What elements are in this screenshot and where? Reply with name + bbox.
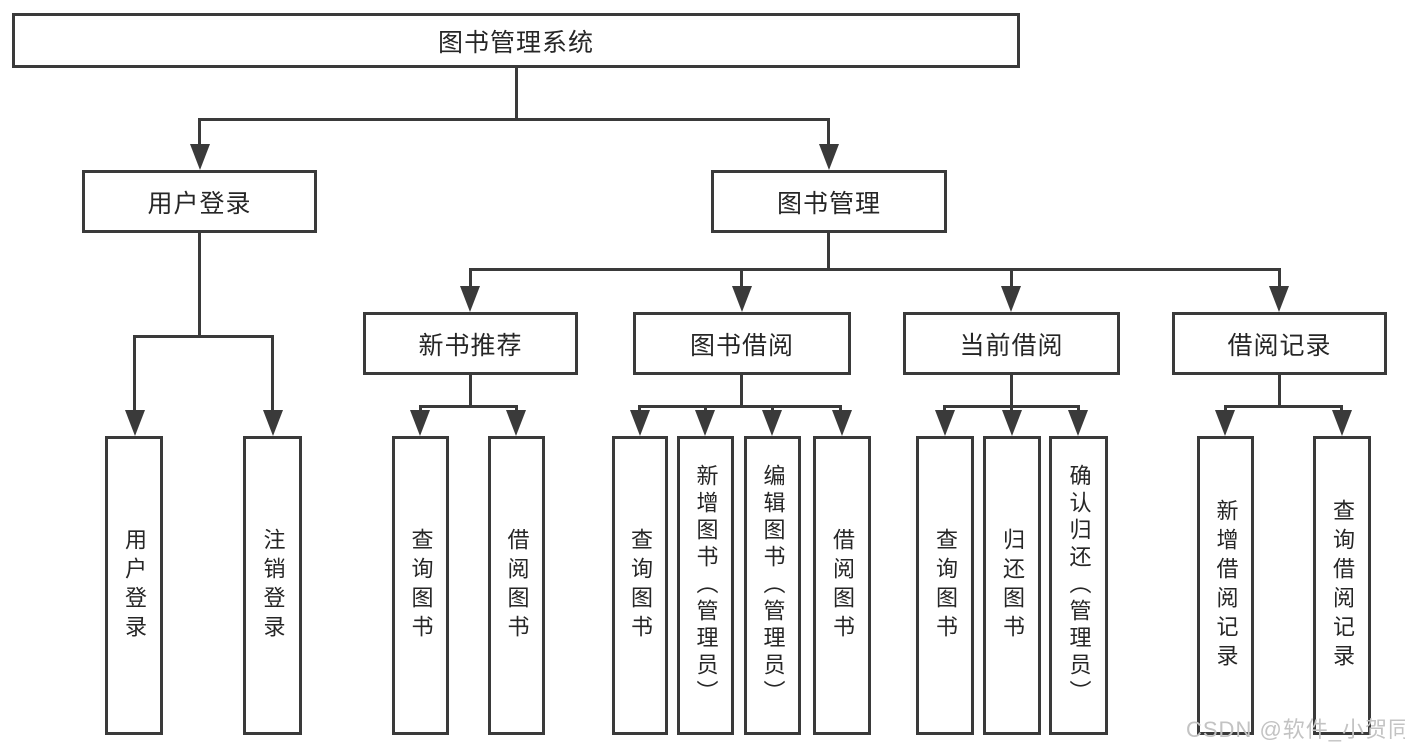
arrowhead-down-icon [695,410,715,436]
connector-line-vertical [1278,268,1281,290]
arrowhead-down-icon [1269,286,1289,312]
connector-line-vertical [515,68,518,118]
node-library-system: 图书管理系统 [12,13,1020,68]
connector-line-vertical [704,405,707,413]
arrowhead-down-icon [1068,410,1088,436]
leaf-newbook-borrow-books: 借阅图书 [488,436,545,735]
connector-line-vertical [198,118,201,146]
arrowhead-down-icon [819,144,839,170]
connector-line-horizontal [469,268,1281,271]
arrowhead-down-icon [460,286,480,312]
leaf-borrow-add-book-admin: 新增图书（管理员） [677,436,734,735]
connector-line-vertical [839,405,842,413]
leaf-borrow-edit-book-admin: 编辑图书（管理员） [744,436,801,735]
arrowhead-down-icon [263,410,283,436]
leaf-borrow-query-books: 查询图书 [612,436,668,735]
connector-line-horizontal [419,405,518,408]
connector-line-vertical [515,405,518,413]
arrowhead-down-icon [1002,410,1022,436]
connector-line-vertical [827,233,830,270]
connector-line-horizontal [638,405,842,408]
connector-line-horizontal [1224,405,1343,408]
connector-line-vertical [771,405,774,413]
connector-line-vertical [943,405,946,413]
connector-line-vertical [1224,405,1227,413]
leaf-user-login: 用户登录 [105,436,163,735]
connector-line-vertical [271,335,274,412]
leaf-current-return-books: 归还图书 [983,436,1041,735]
leaf-current-query-books: 查询图书 [916,436,974,735]
leaf-records-query-borrow-record: 查询借阅记录 [1313,436,1371,735]
node-book-management: 图书管理 [711,170,947,233]
connector-line-vertical [469,268,472,290]
connector-line-vertical [469,375,472,408]
node-user-login: 用户登录 [82,170,317,233]
connector-line-vertical [740,375,743,408]
leaf-current-confirm-return-admin: 确认归还（管理员） [1049,436,1108,735]
leaf-logout-login: 注销登录 [243,436,302,735]
arrowhead-down-icon [935,410,955,436]
arrowhead-down-icon [762,410,782,436]
connector-line-vertical [1278,375,1281,408]
connector-line-vertical [1010,405,1013,413]
connector-line-vertical [740,268,743,290]
arrowhead-down-icon [1215,410,1235,436]
leaf-borrow-borrow-books: 借阅图书 [813,436,871,735]
node-book-borrowing: 图书借阅 [633,312,851,375]
connector-line-horizontal [133,335,274,338]
arrowhead-down-icon [125,410,145,436]
leaf-newbook-query-books: 查询图书 [392,436,449,735]
arrowhead-down-icon [630,410,650,436]
connector-line-vertical [1010,375,1013,408]
connector-line-vertical [419,405,422,413]
watermark: CSDN @软件_小贺同学 [1186,717,1405,742]
arrowhead-down-icon [190,144,210,170]
connector-line-vertical [827,118,830,146]
arrowhead-down-icon [732,286,752,312]
connector-line-horizontal [198,118,830,121]
connector-line-vertical [638,405,641,413]
arrowhead-down-icon [832,410,852,436]
connector-line-vertical [1010,268,1013,290]
connector-line-vertical [1077,405,1080,413]
connector-line-vertical [133,335,136,412]
node-borrowing-records: 借阅记录 [1172,312,1387,375]
node-new-book-recommendation: 新书推荐 [363,312,578,375]
arrowhead-down-icon [506,410,526,436]
arrowhead-down-icon [1332,410,1352,436]
leaf-records-add-borrow-record: 新增借阅记录 [1197,436,1254,735]
connector-line-vertical [198,233,201,337]
connector-line-vertical [1340,405,1343,413]
node-current-borrowing: 当前借阅 [903,312,1120,375]
arrowhead-down-icon [1001,286,1021,312]
arrowhead-down-icon [410,410,430,436]
